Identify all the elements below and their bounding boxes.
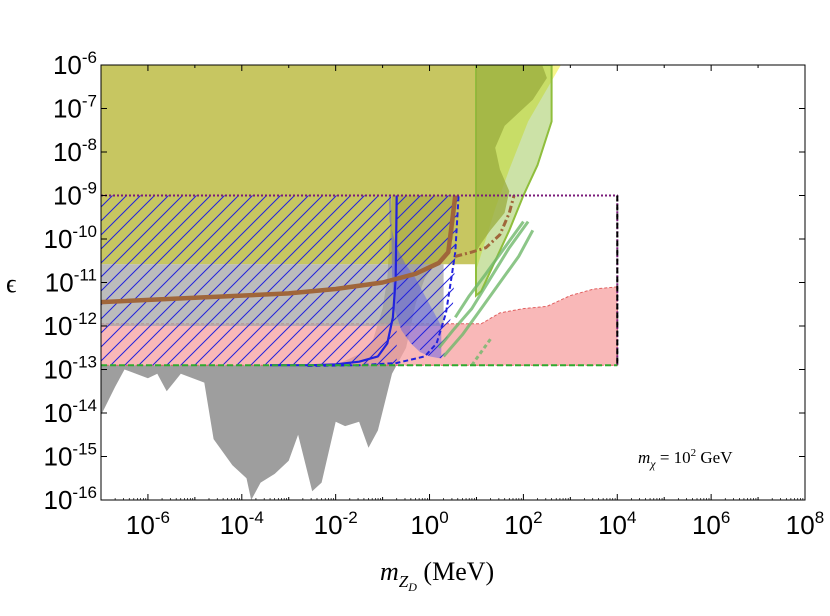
x-tick-label: 106 [692,508,730,540]
y-tick-label: 10-6 [53,48,97,80]
regions-layer [101,65,618,500]
x-tick-label: 104 [598,508,636,540]
curve-green-lines-3 [454,220,525,319]
ticks-layer [100,64,806,501]
mass-annotation: mχ = 102 GeV [638,447,733,471]
curve-green-lines-2 [442,229,535,358]
region-gray-region [101,195,458,500]
hatched-region [101,195,459,366]
x-tick-label: 102 [504,508,542,540]
y-tick-label: 10-14 [44,396,98,428]
y-tick-label: 10-15 [44,440,98,472]
x-tick-label: 100 [410,508,448,540]
curve-brown-dash [454,195,516,258]
curves-layer [101,194,619,367]
x-tick-labels: 10-6 10-4 10-2 100 102 104 106 108 [126,508,824,540]
y-tick-label: 10-12 [44,309,98,341]
y-tick-label: 10-10 [44,222,98,254]
y-tick-label: 10-16 [44,483,98,515]
curve-green-lines-1 [437,220,530,349]
x-tick-label: 10-6 [126,508,170,540]
y-tick-label: 10-8 [53,135,97,167]
x-tick-label: 108 [786,508,824,540]
y-axis-label: ϵ [6,269,17,298]
x-axis-label: mZD (MeV) [380,557,494,594]
y-tick-label: 10-7 [53,92,97,124]
x-tick-label: 10-2 [314,508,358,540]
region-dark-green-blob [476,65,547,253]
x-tick-label: 10-4 [220,508,264,540]
curve-brown-solid [101,195,458,305]
y-tick-label: 10-13 [44,353,98,385]
y-tick-label: 10-11 [45,266,97,298]
y-tick-labels: 10-6 10-7 10-8 10-9 10-10 10-11 10-12 10-13 10-1… [44,48,98,515]
y-tick-label: 10-9 [53,179,97,211]
curve-green-lines-4 [470,338,492,367]
